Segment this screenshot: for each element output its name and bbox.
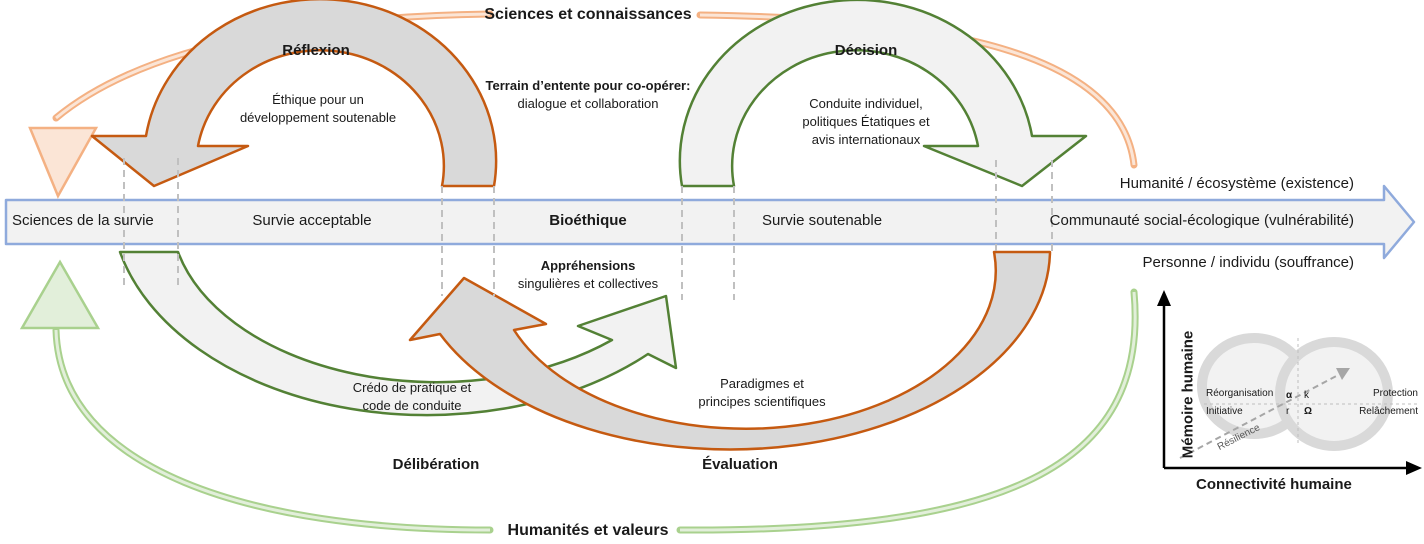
inset-y-label: Mémoire humaine [1179, 330, 1197, 459]
axis-segment-community: Communauté social-écologique (vulnérabil… [1049, 212, 1354, 229]
inset-x-arrowhead [1406, 461, 1422, 475]
inset-x-label: Connectivité humaine [1196, 476, 1352, 493]
inset-resilience-arrowhead [1336, 368, 1350, 380]
decision-title: Décision [834, 42, 898, 59]
evaluation-text-line1: Paradigmes et [720, 376, 804, 391]
deliberation-text-line2: code de conduite [362, 398, 462, 413]
inset-label-omega: Ω [1304, 406, 1313, 417]
axis-segment-survival-sciences: Sciences de la survie [12, 212, 154, 229]
inset-label-alpha: α [1286, 390, 1293, 401]
decision-text-line3: avis internationaux [811, 132, 921, 147]
center-top-title: Terrain d’entente pour co-opérer: [485, 78, 691, 93]
main-axis-arrow [4, 184, 1416, 260]
inset-loop-right [1275, 337, 1393, 451]
deliberation-title: Délibération [392, 456, 480, 473]
inset-resilience-arrow [1179, 371, 1345, 459]
inset-label-k: k [1304, 390, 1309, 401]
evaluation-title: Évaluation [702, 456, 778, 473]
inset-label-r: r [1286, 406, 1290, 417]
inset-label-relachement: Relâchement [1359, 406, 1418, 417]
top-arc-label: Sciences et connaissances [484, 6, 692, 23]
inset-label-reorganisation: Réorganisation [1206, 388, 1274, 399]
axis-above-right-label: Humanité / écosystème (existence) [1119, 175, 1354, 192]
deliberation-text-line1: Crédo de pratique et [352, 380, 472, 395]
reflexion-cycle [90, 0, 498, 188]
axis-dividers [123, 158, 1053, 300]
top-arc-arrowhead [28, 126, 99, 199]
inset-label-protection: Protection [1372, 388, 1418, 399]
axis-segment-acceptable: Survie acceptable [252, 212, 372, 229]
axis-below-right-label: Personne / individu (souffrance) [1142, 254, 1354, 271]
resilience-inset [1157, 290, 1422, 475]
evaluation-text-line2: principes scientifiques [698, 394, 826, 409]
center-bottom-subtitle: singulières et collectives [517, 276, 659, 291]
reflexion-text-line2: développement soutenable [239, 110, 397, 125]
center-top-subtitle: dialogue et collaboration [517, 96, 659, 111]
bottom-arc-arrowhead [19, 259, 101, 330]
axis-segment-sustainable: Survie soutenable [761, 212, 883, 229]
inset-y-arrowhead [1157, 290, 1171, 306]
reflexion-text-line1: Éthique pour un [272, 92, 364, 107]
center-bottom-title: Appréhensions [540, 258, 636, 273]
decision-cycle [678, 0, 1088, 188]
decision-text-line1: Conduite individuel, [809, 96, 923, 111]
axis-segment-bioethics: Bioéthique [549, 212, 627, 229]
evaluation-cycle [408, 250, 1052, 451]
decision-text-line2: politiques Étatiques et [802, 114, 930, 129]
reflexion-title: Réflexion [282, 42, 350, 59]
bottom-arc-right-inner [679, 291, 1137, 532]
inset-label-initiative: Initiative [1206, 406, 1243, 417]
bottom-arc-label: Humanités et valeurs [507, 522, 669, 539]
bottom-arc-left-inner [54, 329, 491, 532]
